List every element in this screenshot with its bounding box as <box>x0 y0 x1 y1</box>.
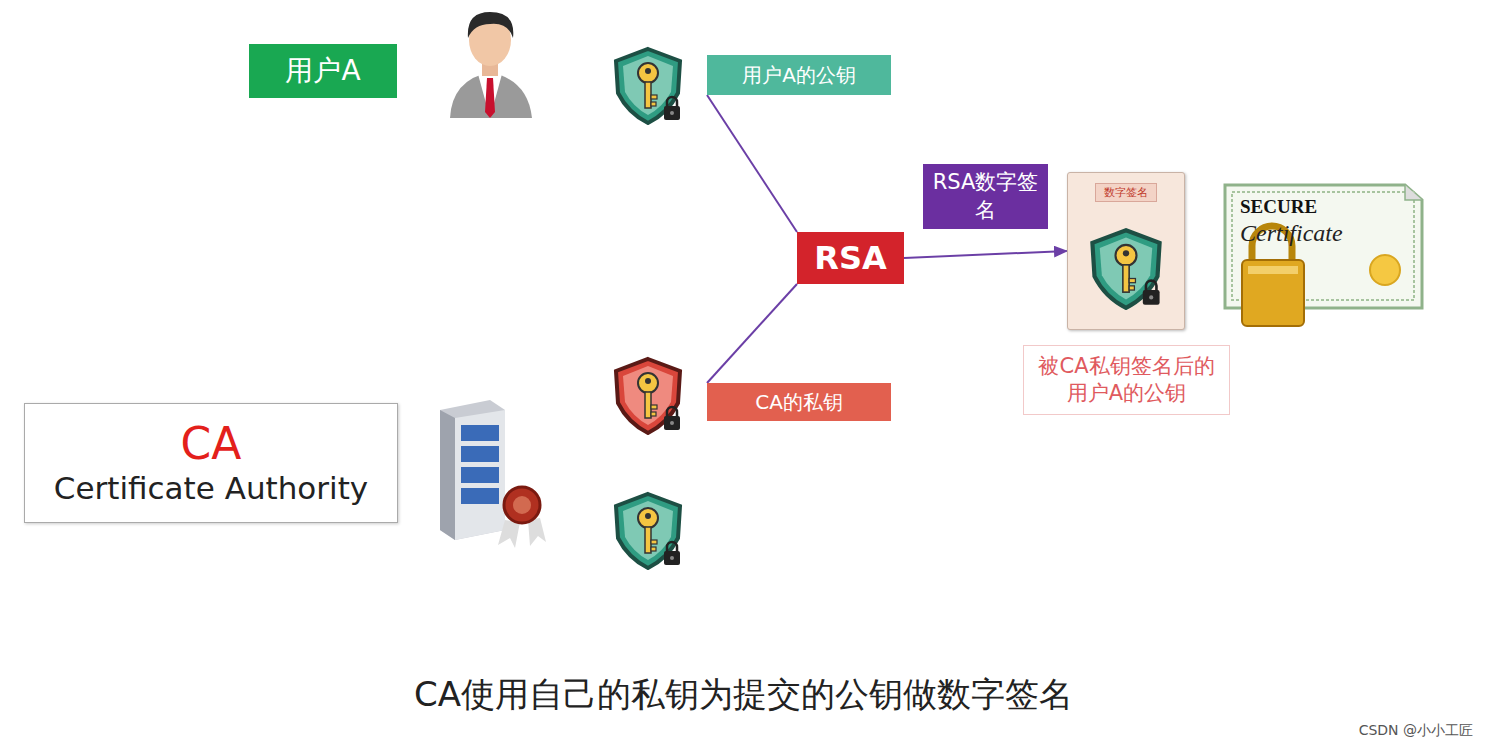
certificate-script: Certificate <box>1240 220 1343 247</box>
signed-key-card: 数字签名 <box>1067 172 1185 330</box>
watermark: CSDN @小小工匠 <box>1359 722 1473 740</box>
key-shield <box>1084 226 1168 310</box>
connector <box>904 251 1067 258</box>
node-title: CA的私钥 <box>755 389 843 416</box>
user-label: 用户A <box>249 44 397 98</box>
connector <box>707 95 797 232</box>
node-title: RSA <box>814 239 886 277</box>
public-key-shield <box>616 494 680 568</box>
rsa-box: RSA <box>797 232 904 284</box>
connector <box>707 284 797 383</box>
public-key-label: 用户A的公钥 <box>707 55 891 95</box>
private-key-label: CA的私钥 <box>707 383 891 421</box>
certificate-title: SECURE <box>1240 196 1317 218</box>
ca-box: CACertificate Authority <box>24 403 398 523</box>
signed-key-caption: 被CA私钥签名后的用户A的公钥 <box>1023 345 1230 415</box>
user-icon <box>450 12 532 118</box>
node-title: CA <box>181 419 242 470</box>
server-icon <box>440 400 546 548</box>
certificate-icon <box>1225 185 1422 326</box>
node-title: 数字签名 <box>1095 183 1157 202</box>
edge-label: RSA数字签名 <box>923 164 1048 229</box>
caption: CA使用自己的私钥为提交的公钥做数字签名 <box>0 672 1487 718</box>
node-subtitle: Certificate Authority <box>54 470 368 507</box>
node-title: 用户A的公钥 <box>742 62 856 89</box>
public-key-shield <box>616 49 680 123</box>
private-key-shield <box>616 359 680 433</box>
node-title: 用户A <box>285 52 360 90</box>
node-title: 被CA私钥签名后的用户A的公钥 <box>1032 353 1221 408</box>
